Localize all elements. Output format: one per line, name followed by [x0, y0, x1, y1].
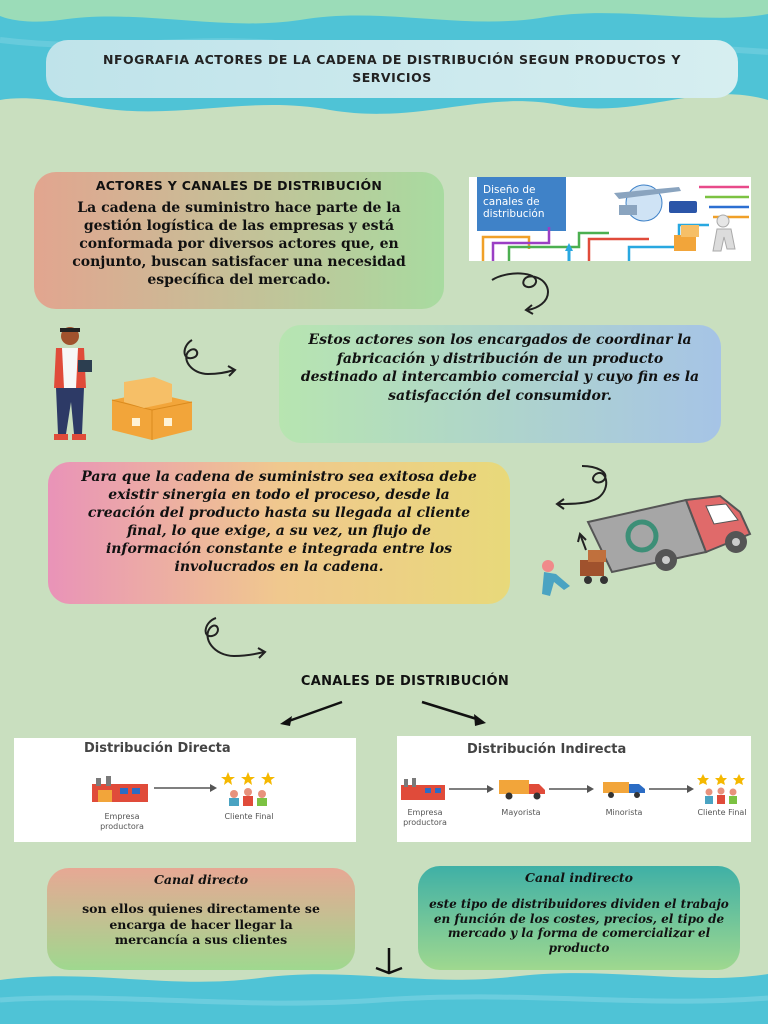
- down-arrow-icon: [375, 948, 403, 975]
- curly-arrow-icon: [555, 465, 608, 510]
- indirect-retailer-label: Minorista: [605, 808, 643, 817]
- indirect-channel-card: Canal indirecto este tipo de distribuido…: [418, 866, 740, 970]
- curly-arrow-icon: [204, 617, 267, 659]
- actors-role-card: Estos actores son los encargados de coor…: [279, 325, 721, 443]
- indirect-channel-title: Canal indirecto: [525, 870, 633, 885]
- distribution-design-image: Diseño de canales de distribución: [469, 177, 751, 261]
- split-arrows-icon: [280, 700, 486, 726]
- indirect-client-label: Cliente Final: [697, 808, 747, 817]
- actors-body: La cadena de suministro hace parte de la…: [72, 200, 406, 288]
- factory-icon: [92, 776, 148, 802]
- indirect-channel-body: este tipo de distribuidores dividen el t…: [429, 897, 729, 955]
- arrow-icon: [649, 785, 694, 793]
- synergy-body: Para que la cadena de suministro sea exi…: [81, 469, 477, 575]
- direct-producer-label: Empresa productora: [100, 812, 144, 831]
- retailer-truck-icon: [603, 782, 645, 798]
- indirect-distribution-diagram: Distribución Indirecta Empresa productor…: [397, 736, 751, 842]
- title-banner: NFOGRAFIA ACTORES DE LA CADENA DE DISTRI…: [46, 40, 738, 98]
- curly-arrow-icon: [183, 339, 237, 377]
- worker-with-boxes-illustration: [54, 327, 193, 440]
- indirect-wholesaler-label: Mayorista: [501, 808, 541, 817]
- indirect-producer-label: Empresa productora: [403, 808, 447, 827]
- delivery-truck-illustration: [542, 494, 752, 596]
- bottom-water-decoration: [0, 973, 768, 1024]
- direct-channel-card: Canal directo son ellos quienes directam…: [47, 868, 355, 970]
- actors-heading: ACTORES Y CANALES DE DISTRIBUCIÓN: [95, 178, 383, 193]
- arrow-icon: [449, 785, 494, 793]
- channels-heading: CANALES DE DISTRIBUCIÓN: [300, 674, 510, 689]
- direct-channel-title: Canal directo: [153, 872, 249, 887]
- curly-arrow-icon: [491, 272, 550, 315]
- direct-channel-body: son ellos quienes directamente se encarg…: [82, 901, 320, 947]
- page-title: NFOGRAFIA ACTORES DE LA CADENA DE DISTRI…: [103, 52, 681, 85]
- actors-role-body: Estos actores son los encargados de coor…: [300, 332, 700, 404]
- colorful-routes-graphic: [481, 184, 749, 261]
- actors-card: ACTORES Y CANALES DE DISTRIBUCIÓN La cad…: [34, 172, 444, 309]
- direct-distribution-diagram: Distribución Directa Empresa productora …: [14, 738, 356, 842]
- arrow-icon: [549, 785, 594, 793]
- client-group-icon: [697, 774, 745, 804]
- distribution-design-label: Diseño de canales de distribución: [483, 184, 545, 220]
- arrow-icon: [154, 784, 217, 792]
- direct-diagram-title: Distribución Directa: [84, 741, 231, 756]
- distribution-design-label-box: Diseño de canales de distribución: [477, 177, 566, 231]
- direct-client-label: Cliente Final: [224, 812, 274, 821]
- client-group-icon: [221, 772, 275, 806]
- synergy-card: Para que la cadena de suministro sea exi…: [48, 462, 510, 604]
- factory-icon: [401, 778, 445, 800]
- indirect-diagram-title: Distribución Indirecta: [467, 742, 627, 757]
- wholesaler-truck-icon: [499, 780, 545, 800]
